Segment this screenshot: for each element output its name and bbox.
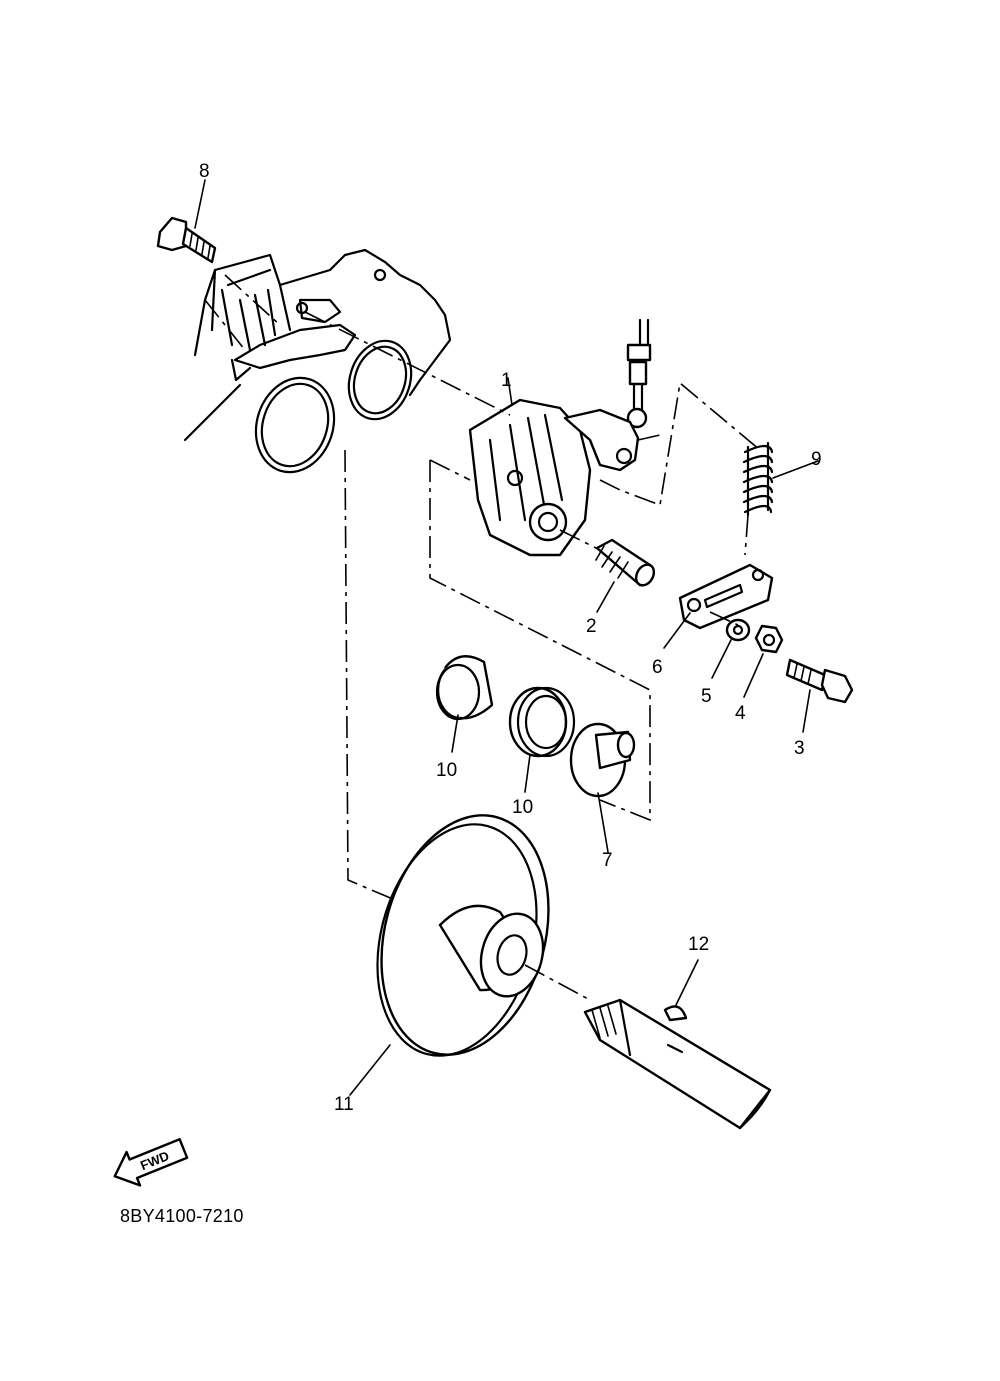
- bolt-part-3: [785, 658, 854, 704]
- reference-lines: [304, 311, 761, 1001]
- callout-5: 5: [701, 686, 712, 707]
- worm-gear-part-2: [595, 538, 656, 587]
- o-ring-upper: [347, 339, 413, 421]
- plunger-part-7: [569, 722, 636, 798]
- engine-case-outline: [183, 248, 452, 442]
- callout-3: 3: [794, 738, 805, 759]
- lever-part-6: [678, 563, 774, 630]
- bolt-8: [156, 216, 217, 264]
- washer-part-5: [725, 618, 751, 642]
- housing-part-1: [468, 398, 640, 557]
- callout-10a: 10: [436, 760, 457, 781]
- callout-12: 12: [688, 934, 709, 955]
- callout-labels: 8 1 9 2 6 5 4 3 10 10 7 12 11: [199, 161, 822, 1115]
- diagram-code: 8BY4100-7210: [120, 1206, 244, 1226]
- spring-part-9: [742, 441, 774, 517]
- callout-6: 6: [652, 657, 663, 678]
- callout-8: 8: [199, 161, 210, 182]
- key-part-12: [663, 1005, 688, 1022]
- shaft: [583, 998, 772, 1130]
- pulley-part-11: [376, 814, 550, 1057]
- cap-part-10a: [435, 655, 494, 721]
- callout-10b: 10: [512, 797, 533, 818]
- callout-1: 1: [501, 370, 512, 391]
- callout-11: 11: [334, 1094, 354, 1115]
- callout-2: 2: [586, 616, 597, 637]
- nut-part-4: [754, 624, 784, 654]
- fwd-arrow-icon: FWD: [113, 1138, 189, 1187]
- leader-lines: [194, 179, 819, 1096]
- o-ring-large: [254, 376, 336, 474]
- cap-part-10b: [508, 686, 576, 758]
- callout-7: 7: [602, 850, 613, 871]
- callout-4: 4: [735, 703, 746, 724]
- cable: [626, 318, 652, 429]
- callout-9: 9: [811, 449, 822, 470]
